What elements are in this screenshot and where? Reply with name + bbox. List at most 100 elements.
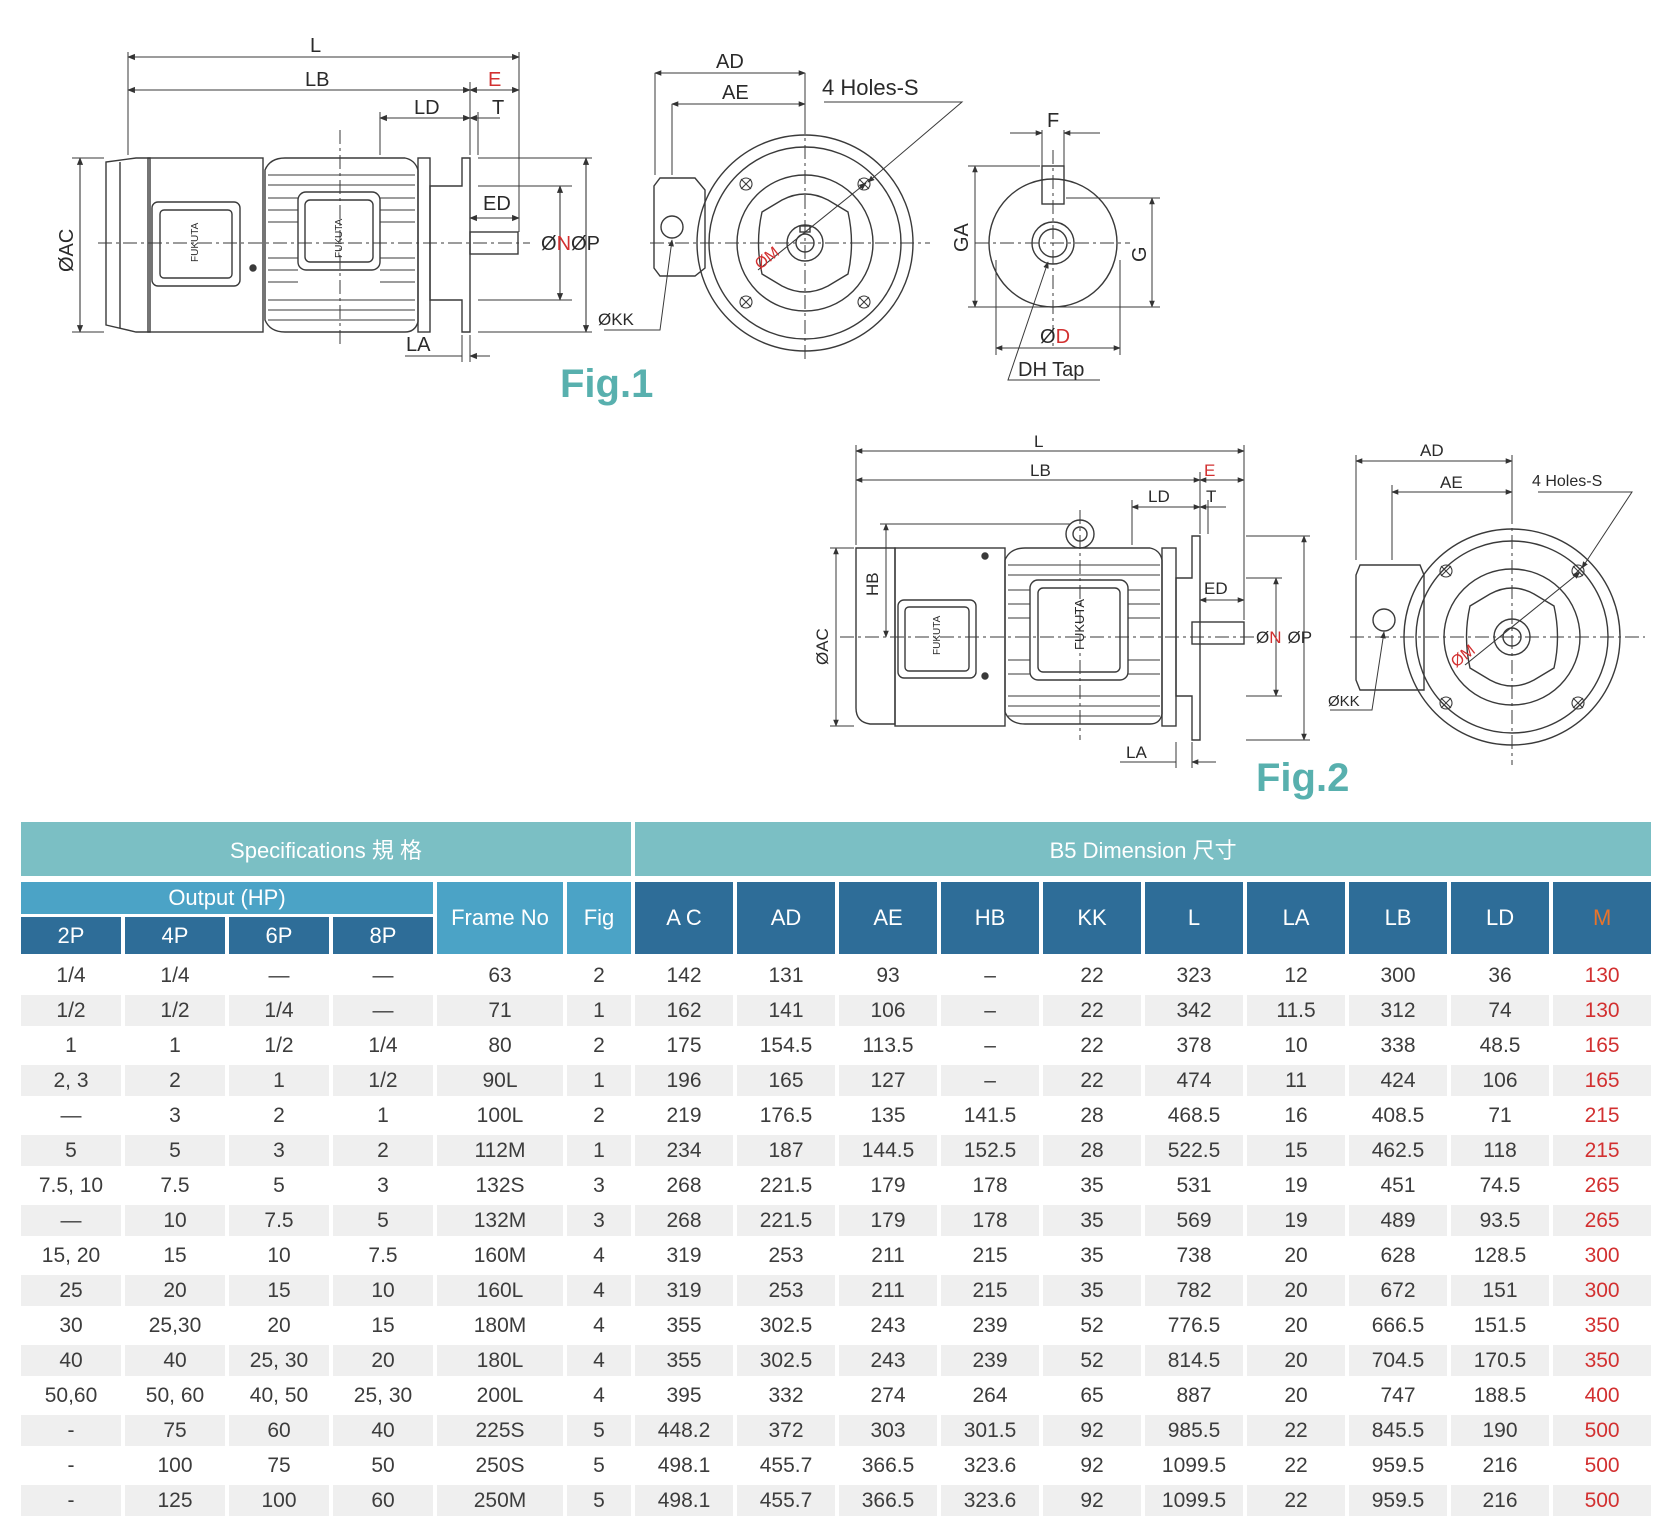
table-cell: 10 <box>333 1275 433 1310</box>
table-cell: 22 <box>1043 1065 1142 1100</box>
table-cell: 1099.5 <box>1145 1485 1244 1520</box>
table-cell: 300 <box>1553 1240 1652 1275</box>
table-cell: 274 <box>839 1380 938 1415</box>
frame-header: Frame No <box>437 882 563 954</box>
table-cell: 265 <box>1553 1170 1652 1205</box>
table-cell: 1/2 <box>21 995 121 1030</box>
table-cell: 498.1 <box>635 1450 734 1485</box>
table-cell: 25 <box>21 1275 121 1310</box>
table-cell: 215 <box>1553 1100 1652 1135</box>
fig2-label-o1: Ø <box>1256 628 1269 647</box>
table-cell: 118 <box>1451 1135 1550 1170</box>
table-cell: 5 <box>567 1415 632 1450</box>
table-cell: 179 <box>839 1170 938 1205</box>
dim-header: LB <box>1349 882 1448 954</box>
table-cell: 75 <box>125 1415 225 1450</box>
table-cell: 211 <box>839 1275 938 1310</box>
table-cell: 131 <box>737 960 836 995</box>
table-cell: 15, 20 <box>21 1240 121 1275</box>
table-cell: 5 <box>21 1135 121 1170</box>
table-cell: 1/2 <box>229 1030 329 1065</box>
table-cell: 12 <box>1247 960 1346 995</box>
table-cell: 100L <box>437 1100 563 1135</box>
table-cell: 10 <box>229 1240 329 1275</box>
table-cell: 92 <box>1043 1450 1142 1485</box>
dim-header: AD <box>737 882 836 954</box>
fig1-side-view <box>72 52 592 362</box>
table-cell: — <box>21 1205 121 1240</box>
svg-text:ØNØP: ØNØP <box>1256 628 1312 647</box>
table-cell: - <box>21 1415 121 1450</box>
table-cell: 11.5 <box>1247 995 1346 1030</box>
table-cell: 215 <box>941 1275 1040 1310</box>
table-cell: 151.5 <box>1451 1310 1550 1345</box>
table-cell: 1 <box>567 995 632 1030</box>
table-cell: 36 <box>1451 960 1550 995</box>
table-cell: 959.5 <box>1349 1450 1448 1485</box>
table-cell: 3 <box>229 1135 329 1170</box>
table-cell: 16 <box>1247 1100 1346 1135</box>
table-cell: 22 <box>1043 1030 1142 1065</box>
table-cell: 132M <box>437 1205 563 1240</box>
table-cell: 468.5 <box>1145 1100 1244 1135</box>
table-cell: 738 <box>1145 1240 1244 1275</box>
table-cell: 141 <box>737 995 836 1030</box>
table-cell: 170.5 <box>1451 1345 1550 1380</box>
fig2-label-hb: HB <box>863 572 882 596</box>
table-cell: 303 <box>839 1415 938 1450</box>
table-cell: 30 <box>21 1310 121 1345</box>
table-cell: 400 <box>1553 1380 1652 1415</box>
table-cell: 1/4 <box>333 1030 433 1065</box>
table-cell: 80 <box>437 1030 563 1065</box>
fig2-label-n: N <box>1269 628 1281 647</box>
fig1-brand: FUKUTA <box>190 222 201 262</box>
fig2-label-ed: ED <box>1204 579 1228 598</box>
table-cell: 250M <box>437 1485 563 1520</box>
table-cell: 175 <box>635 1030 734 1065</box>
table-cell: 323.6 <box>941 1450 1040 1485</box>
table-cell: 20 <box>1247 1240 1346 1275</box>
fig-header: Fig <box>567 882 632 954</box>
fig1-label-la: LA <box>406 334 431 356</box>
table-cell: 300 <box>1349 960 1448 995</box>
table-cell: 243 <box>839 1310 938 1345</box>
table-cell: 845.5 <box>1349 1415 1448 1450</box>
table-cell: 20 <box>1247 1345 1346 1380</box>
table-cell: 50 <box>333 1450 433 1485</box>
table-cell: 93 <box>839 960 938 995</box>
table-cell: 221.5 <box>737 1170 836 1205</box>
table-cell: 40 <box>125 1345 225 1380</box>
fig1-label-ga: GA <box>951 222 973 252</box>
table-cell: 455.7 <box>737 1450 836 1485</box>
table-cell: 3 <box>567 1205 632 1240</box>
fig1-label-p: ØP <box>571 233 600 255</box>
table-cell: 522.5 <box>1145 1135 1244 1170</box>
table-cell: 221.5 <box>737 1205 836 1240</box>
table-cell: 300 <box>1553 1275 1652 1310</box>
table-cell: 666.5 <box>1349 1310 1448 1345</box>
fig2-label-ad: AD <box>1420 441 1444 460</box>
table-cell: 569 <box>1145 1205 1244 1240</box>
table-cell: 395 <box>635 1380 734 1415</box>
table-cell: 35 <box>1043 1170 1142 1205</box>
output-title: Output (HP) <box>21 882 433 917</box>
fig2-label-m: ØM <box>1448 642 1479 671</box>
table-cell: 1 <box>567 1135 632 1170</box>
table-cell: 7.5 <box>229 1205 329 1240</box>
table-cell: 500 <box>1553 1415 1652 1450</box>
fig1-label-lb: LB <box>305 69 329 91</box>
table-cell: 5 <box>229 1170 329 1205</box>
pole-header: 6P <box>229 917 329 954</box>
table-cell: 20 <box>229 1310 329 1345</box>
dim-header-m: M <box>1553 882 1652 954</box>
table-cell: 239 <box>941 1310 1040 1345</box>
table-cell: 162 <box>635 995 734 1030</box>
table-cell: 355 <box>635 1310 734 1345</box>
table-cell: 106 <box>839 995 938 1030</box>
table-cell: 60 <box>229 1415 329 1450</box>
table-cell: 747 <box>1349 1380 1448 1415</box>
fig1-label-e: E <box>488 69 501 91</box>
